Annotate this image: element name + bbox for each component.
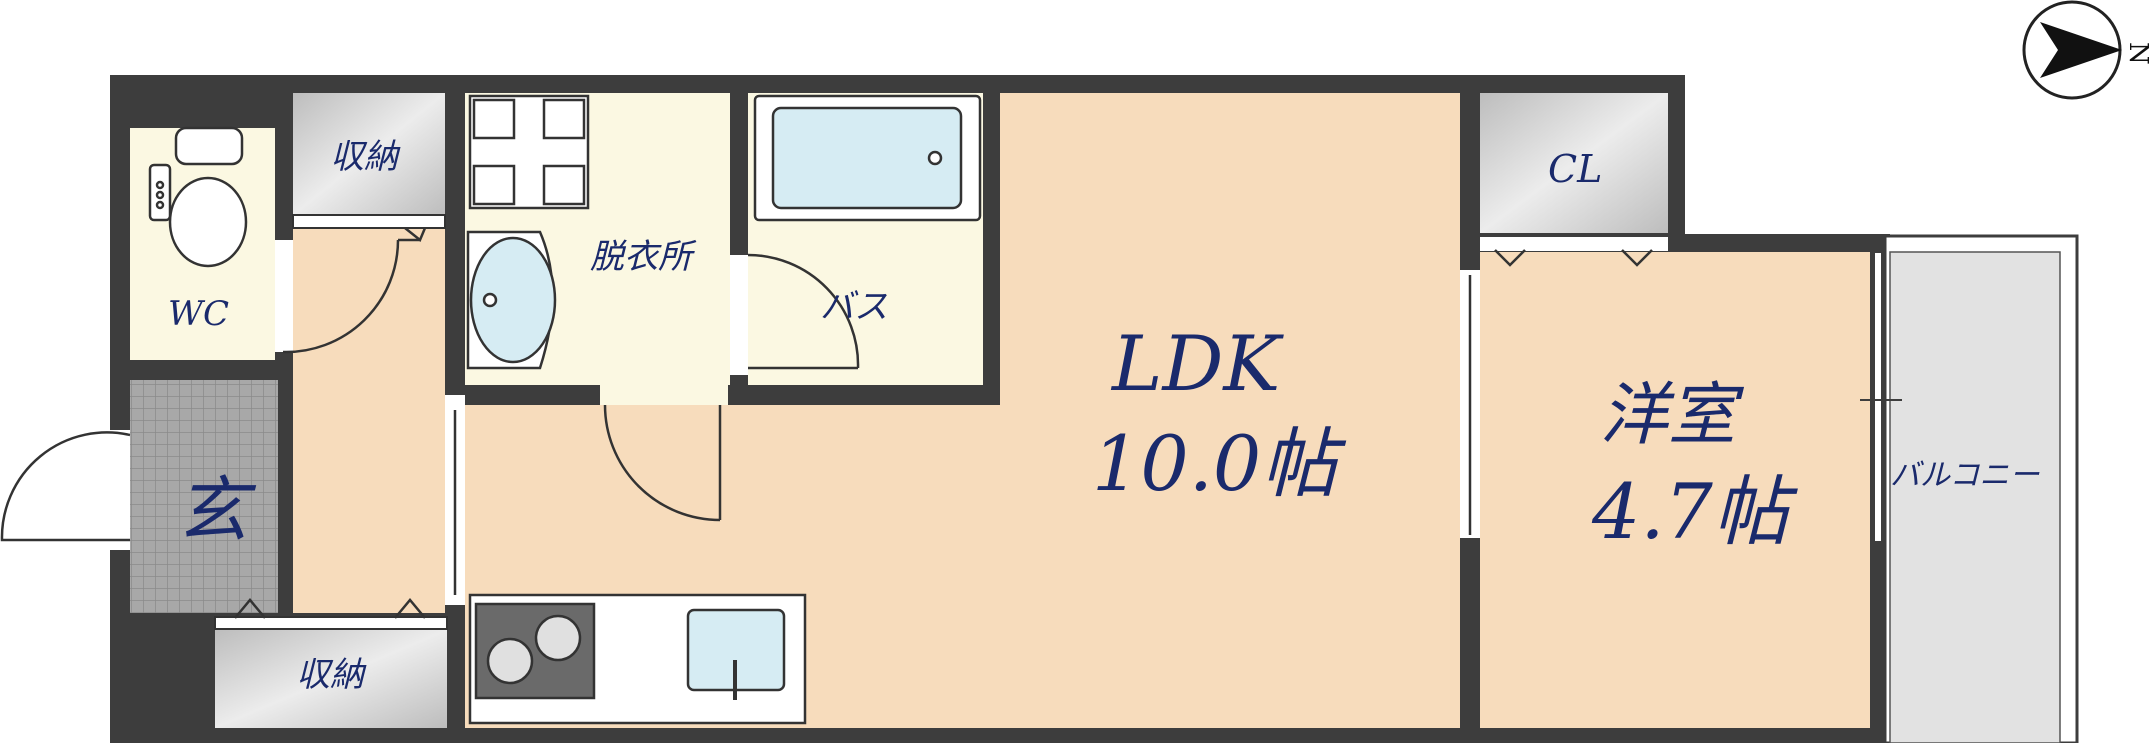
dressing-label: 脱衣所 <box>590 237 697 277</box>
balcony-label: バルコニー <box>1890 458 2040 493</box>
balcony <box>1860 234 2079 743</box>
washbasin <box>466 230 557 370</box>
bath-label: バス <box>820 287 888 327</box>
toilet <box>148 126 248 268</box>
compass-north-label: N <box>2123 42 2153 65</box>
ldk-name-label: LDK <box>1110 319 1284 408</box>
entrance-floor <box>130 380 278 613</box>
room-labels: WC 収納 脱衣所 バス LDK 10.0帖 CL 洋室 4.7帖 玄 収納 バ… <box>168 137 2040 695</box>
interior-walls <box>110 93 1685 728</box>
compass: N <box>2022 0 2153 100</box>
western-name-label: 洋室 <box>1600 376 1745 455</box>
fixtures <box>148 94 982 725</box>
storage-bottom-label: 収納 <box>296 655 367 695</box>
storage-top-label: 収納 <box>330 137 401 177</box>
western-size-label: 4.7帖 <box>1591 467 1799 556</box>
ldk-floor <box>1000 93 1460 728</box>
door-swings <box>0 227 1653 619</box>
room-floors <box>130 93 1870 728</box>
shelf-unit <box>468 94 590 210</box>
wc-label: WC <box>168 294 229 334</box>
closet-label: CL <box>1548 147 1602 191</box>
western-floor <box>1480 252 1870 728</box>
storage-top-floor <box>293 93 445 215</box>
bathtub <box>753 94 982 222</box>
closet-floor <box>1480 93 1668 233</box>
entrance-label: 玄 <box>176 468 257 552</box>
storage-bottom-floor <box>215 630 447 728</box>
ldk-size-label: 10.0帖 <box>1092 419 1347 508</box>
kitchen-counter <box>468 593 807 725</box>
hallway-floor <box>293 228 445 613</box>
